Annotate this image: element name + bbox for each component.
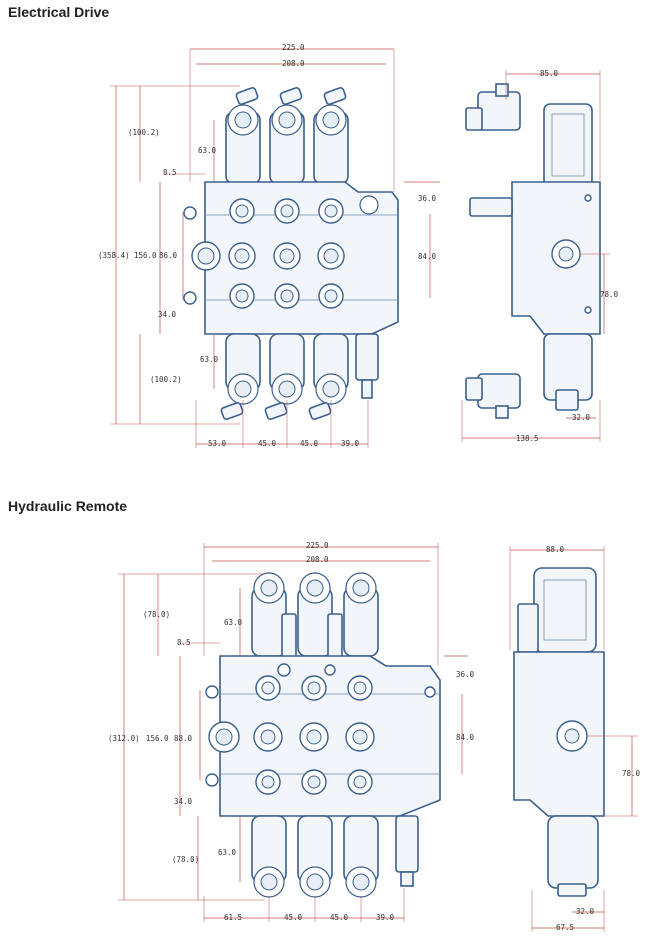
dim-side-85: 85.0 [540, 69, 559, 78]
hydraulic-front-view: 225.0 208.0 (78.0) 63.0 8.5 (312.0) 156.… [108, 541, 475, 922]
electric-side-dimensions [461, 70, 610, 442]
dim-86: 86.0 [159, 251, 178, 260]
dim-208: 208.0 [282, 59, 305, 68]
dim-h-312: (312.0) [108, 734, 140, 743]
dim-63-top: 63.0 [198, 146, 217, 155]
hydraulic-front-dimensions [118, 543, 468, 922]
electric-side-view: 85.0 78.0 32.0 138.5 [461, 69, 619, 443]
dim-h-8-5: 8.5 [177, 638, 191, 647]
hydraulic-valve-block [219, 655, 441, 817]
dim-h-34: 34.0 [174, 797, 193, 806]
hydraulic-ports [205, 663, 436, 795]
dim-h-78-bottom: (78.0) [172, 855, 199, 864]
dim-h-36: 36.0 [456, 670, 475, 679]
dim-100-bottom: (100.2) [150, 375, 182, 384]
dim-hs-78: 78.0 [622, 769, 641, 778]
dim-h-84: 84.0 [456, 733, 475, 742]
dim-45-a: 45.0 [258, 439, 277, 448]
dim-side-78: 78.0 [600, 290, 619, 299]
dim-h-61-5: 61.5 [224, 913, 242, 922]
dim-h-45-b: 45.0 [330, 913, 349, 922]
dim-39: 39.0 [341, 439, 360, 448]
section-title-hydraulic-remote: Hydraulic Remote [8, 498, 128, 514]
dim-34: 34.0 [158, 310, 177, 319]
dim-h-63-bottom: 63.0 [218, 848, 237, 857]
dim-side-138-5: 138.5 [516, 434, 539, 443]
dim-358-4: (358.4) [98, 251, 130, 260]
electric-front-view: 225.0 208.0 (100.2) 63.0 8.5 (358.4) 156… [98, 43, 440, 448]
dim-8-5: 8.5 [163, 168, 177, 177]
section-title-electrical-drive: Electrical Drive [8, 4, 110, 20]
dim-h-63-top: 63.0 [224, 618, 243, 627]
electric-top-spools [225, 86, 349, 185]
hydraulic-side-dimensions [509, 546, 638, 932]
hydraulic-top-spools [251, 572, 379, 659]
electric-ports [183, 195, 379, 309]
dim-hs-32: 32.0 [576, 907, 595, 916]
dim-h-88: 88.0 [174, 734, 193, 743]
dim-side-32: 32.0 [572, 413, 591, 422]
dim-h-208: 208.0 [306, 555, 329, 564]
electric-front-dimensions [110, 48, 440, 448]
dim-84: 84.0 [418, 252, 437, 261]
dim-100-top: (100.2) [128, 128, 160, 137]
dim-h-225: 225.0 [306, 541, 329, 550]
dim-225: 225.0 [282, 43, 305, 52]
dim-h-45-a: 45.0 [284, 913, 303, 922]
dim-156: 156.0 [134, 251, 157, 260]
dim-36: 36.0 [418, 194, 437, 203]
dim-h-78-top: (78.0) [143, 610, 170, 619]
hydraulic-bottom-spools [251, 815, 419, 898]
dim-hs-67-5: 67.5 [556, 923, 574, 932]
hydraulic-side-view: 88.0 78.0 32.0 67.5 [509, 545, 641, 932]
dim-45-b: 45.0 [300, 439, 319, 448]
dim-53: 53.0 [208, 439, 227, 448]
dim-h-39: 39.0 [376, 913, 395, 922]
dim-hs-88: 88.0 [546, 545, 565, 554]
dim-63-bottom: 63.0 [200, 355, 219, 364]
dim-h-156: 156.0 [146, 734, 169, 743]
electric-bottom-spools [220, 333, 379, 421]
